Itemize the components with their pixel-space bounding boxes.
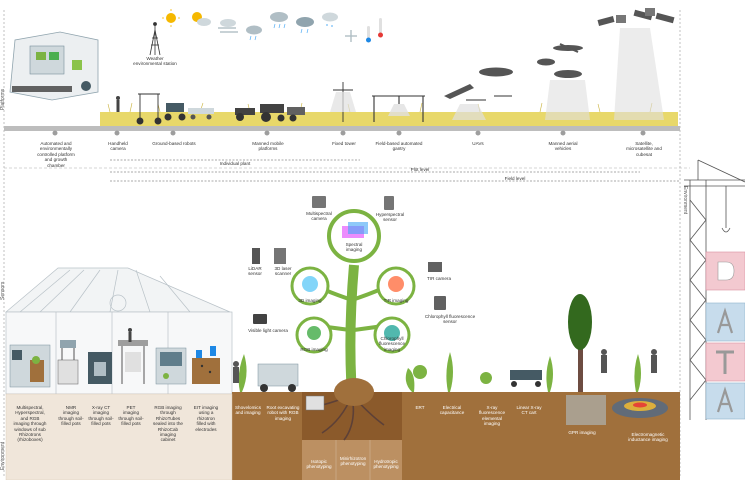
fog-icon — [218, 19, 238, 33]
snowflake-icon — [345, 30, 357, 42]
bottom-label-multispectral-rhizo: Multispectral, Hyperspectral, and RGB im… — [13, 405, 47, 443]
sun-icon — [162, 9, 180, 27]
soil-label-hydraulic: Hydrotropic phenotyping — [373, 459, 399, 470]
sensor-rgb-imaging-label: RGB imaging — [300, 347, 328, 352]
sun-cloud-icon — [192, 12, 211, 26]
snow-icon — [322, 12, 338, 27]
tree-icon — [290, 209, 416, 406]
block-d-icon — [705, 251, 745, 291]
ground-robot-icon — [136, 93, 162, 125]
platform-label-robots: Ground-based robots — [152, 141, 196, 146]
bottom-label-xray-ct: X-ray CT imaging through soil- filled po… — [88, 405, 114, 427]
block-a2-icon — [705, 382, 745, 420]
sensor-lidar-label: LiDAR sensor — [248, 266, 262, 277]
handheld-person-icon — [116, 96, 120, 112]
block-a-icon — [705, 302, 745, 342]
pet-scanner-icon — [118, 328, 148, 384]
satellite-icon — [597, 8, 675, 120]
xray-cart-icon — [510, 370, 542, 387]
bottom-label-linear-xray: Linear X-ray CT cart — [516, 405, 542, 416]
weather-station-icon — [149, 22, 161, 56]
sensor-hyperspectral-label: Hyperspectral sensor — [375, 212, 405, 223]
platform-timeline — [4, 126, 680, 131]
nmr-device-icon — [57, 340, 79, 385]
bottom-label-nmr: NMR imaging through soil- filled pots — [58, 405, 84, 427]
platform-markers — [52, 130, 646, 136]
sensor-chlorophyll-label: Chlorophyll fluorescence sensor — [424, 314, 476, 325]
sensor-multispectral-label: Multispectral camera — [306, 211, 332, 222]
bottom-label-rgb-rhizotube: RGB imaging through RhizoTubes sealed in… — [153, 405, 183, 443]
platform-label-manned: Manned mobile platforms — [252, 141, 284, 152]
crop-strip — [100, 112, 678, 126]
sensor-tir-camera-label: TIR camera — [427, 276, 451, 281]
bottom-label-pet: PET imaging through soil- filled pots — [118, 405, 144, 427]
platform-label-handheld: Handheld camera — [108, 141, 128, 152]
camera-icon — [252, 196, 446, 324]
section-environment-left-label: Environment — [0, 441, 6, 470]
scale-plot-label: Plot level — [410, 167, 430, 172]
airplane-icon — [537, 43, 590, 120]
eit-rhizotron-icon — [192, 346, 220, 384]
platform-label-chamber: Automated and environmentally controlled… — [37, 141, 75, 168]
thermometer-icon — [366, 18, 383, 43]
bottom-label-capacitance: Electrical capacitance — [439, 405, 465, 416]
person-icon — [233, 349, 657, 383]
platform-label-satellite: Satellite, microsatellite and cubesat — [626, 141, 662, 157]
rain-cloud-icon — [270, 12, 288, 29]
section-platforms-label: Platforms — [0, 88, 6, 110]
bottom-label-xray-fluor: X-ray fluorescence elemental imaging — [478, 405, 506, 427]
cloud-rain-icon — [246, 25, 262, 41]
bottom-label-emi: Electromagnetic inductance imaging — [628, 432, 668, 443]
root-system — [311, 394, 385, 441]
sensor-3d-scanner-label: 3D laser scanner — [274, 266, 292, 277]
block-t-icon — [705, 342, 745, 382]
section-environment-right-label: Environment — [682, 186, 688, 215]
sensor-3d-imaging-label: 3D imaging — [298, 298, 322, 303]
big-tree-icon — [568, 294, 592, 392]
sensor-tir-imaging-label: TIR imaging — [383, 298, 409, 303]
platform-label-aerial: Manned aerial vehicles — [548, 141, 578, 152]
gantry-icon — [372, 95, 425, 122]
soil-label-isotopic: Isotopic phenotyping — [306, 459, 332, 470]
xray-ct-icon — [88, 352, 112, 384]
section-sensors-label: Sensors — [0, 281, 6, 300]
platform-label-uav: UAVs — [472, 141, 484, 146]
platform-label-gantry: Field-based automated gantry — [375, 141, 423, 152]
rover-robot-icon — [164, 103, 214, 121]
weather-station-label: Weather environmental station — [133, 56, 177, 67]
rhizobox-icon — [9, 344, 51, 388]
sensor-spectral-imaging-label: Spectral imaging — [345, 242, 363, 253]
bottom-label-shovelomics: Shovelomics and imaging — [234, 405, 262, 416]
growth-chamber-icon — [9, 31, 99, 101]
scale-individual-label: Individual plant — [219, 161, 251, 166]
bottom-label-ert: ERT — [415, 405, 425, 410]
scale-arrows — [110, 159, 680, 182]
root-robot-icon — [257, 363, 325, 411]
sensor-chlorophyll-imaging-label: Chlorophyll fluorescence imaging — [378, 336, 406, 352]
rhizocab-icon — [155, 347, 187, 385]
bottom-label-eit: EIT imaging using a rhizotron filled wit… — [193, 405, 219, 432]
soil-label-minirhizo: Minirhizotron phenotyping — [339, 456, 367, 467]
bottom-label-gpr: GPR imaging — [568, 430, 596, 435]
tractor-icon — [235, 104, 305, 122]
platform-label-tower: Fixed tower — [332, 141, 356, 146]
uav-icon — [444, 67, 513, 120]
sensor-visible-light-label: Visible light camera — [248, 328, 288, 333]
fixed-tower-icon — [330, 82, 356, 122]
field-plants-icon — [238, 352, 641, 392]
scale-field-label: Field level — [504, 176, 526, 181]
bottom-label-root-robot: Root excavating robot with RGB imaging — [266, 405, 300, 421]
storm-cloud-icon — [296, 17, 314, 34]
